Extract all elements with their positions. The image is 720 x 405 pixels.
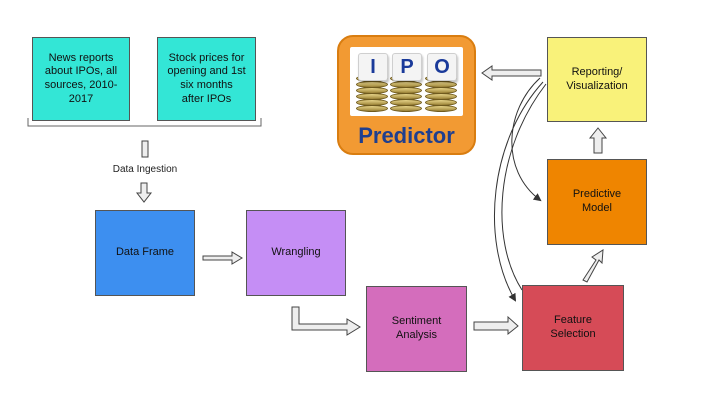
arrow-frame-to-wrangling bbox=[202, 251, 243, 265]
feature-selection-text: Feature Selection bbox=[550, 314, 596, 340]
reporting-visualization-text: Reporting/ Visualization bbox=[566, 65, 628, 92]
arrow-predictive-to-reporting bbox=[588, 127, 608, 154]
coin-stack-icon bbox=[390, 75, 422, 112]
curve-reporting-to-predictive bbox=[511, 77, 542, 202]
data-ingestion-label: Data Ingestion bbox=[112, 164, 178, 175]
reporting-visualization-box: Reporting/ Visualization bbox=[547, 37, 647, 122]
sentiment-analysis-text: Sentiment Analysis bbox=[391, 315, 442, 341]
news-reports-text: News reports about IPOs, all sources, 20… bbox=[44, 51, 118, 105]
data-frame-box: Data Frame bbox=[95, 210, 195, 296]
stock-prices-text: Stock prices for opening and 1st six mon… bbox=[167, 51, 246, 105]
feature-selection-box: Feature Selection bbox=[522, 285, 624, 371]
logo-letter-o: O bbox=[427, 53, 457, 81]
arrow-feature-to-predictive bbox=[582, 249, 604, 283]
arrow-sentiment-to-feature bbox=[473, 315, 519, 336]
logo-letter-p: P bbox=[392, 53, 422, 81]
data-frame-text: Data Frame bbox=[115, 246, 175, 259]
logo-title: Predictor bbox=[358, 123, 455, 148]
news-reports-box: News reports about IPOs, all sources, 20… bbox=[32, 37, 130, 121]
coin-stack-icon bbox=[356, 75, 388, 112]
arrow-wrangling-to-sentiment bbox=[291, 306, 361, 336]
arrow-reporting-to-logo bbox=[481, 65, 542, 81]
wrangling-box: Wrangling bbox=[246, 210, 346, 296]
stock-prices-box: Stock prices for opening and 1st six mon… bbox=[157, 37, 256, 121]
wrangling-text: Wrangling bbox=[271, 246, 321, 259]
sentiment-analysis-box: Sentiment Analysis bbox=[366, 286, 467, 372]
sources-bracket bbox=[27, 118, 262, 127]
curve-reporting-to-feature bbox=[494, 81, 544, 302]
predictive-model-text: Predictive Model bbox=[572, 188, 622, 214]
predictive-model-box: Predictive Model bbox=[547, 159, 647, 245]
coin-stack-icon bbox=[425, 75, 457, 112]
arrow-ingest-down bbox=[135, 140, 153, 203]
logo-letter-i: I bbox=[358, 53, 388, 81]
logo-image: I P O bbox=[350, 47, 463, 116]
ipo-predictor-logo: I P O Predictor bbox=[337, 35, 476, 155]
